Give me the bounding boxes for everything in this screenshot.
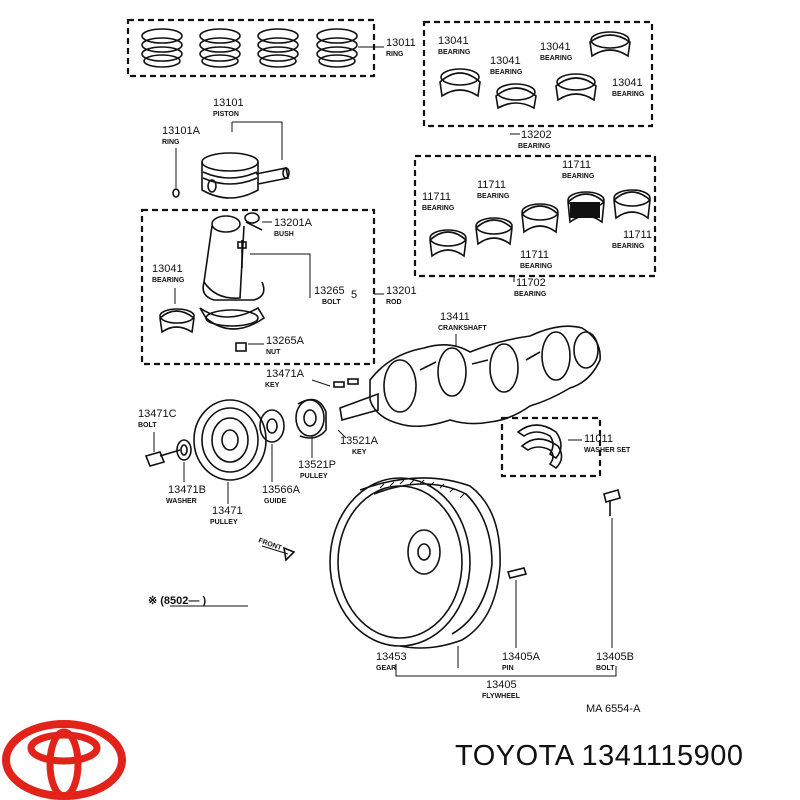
crankshaft: 13411 CRANKSHAFT 13471A KEY (265, 311, 601, 428)
label-13471c-name: BOLT (138, 422, 157, 429)
label-13202-name: BEARING (518, 143, 551, 150)
label-13471a-number: 13471A (266, 368, 305, 380)
front-label: FRONT (257, 537, 283, 552)
label-13405a-name: PIN (502, 665, 514, 672)
label-13101-number: 13101 (213, 97, 244, 109)
label-11711-d-name: BEARING (520, 263, 553, 270)
label-13453-name: GEAR (376, 665, 396, 672)
label-13405-name: FLYWHEEL (482, 693, 521, 700)
label-13041-a-name: BEARING (438, 49, 471, 56)
label-13201a-number: 13201A (274, 217, 313, 229)
label-13471a-name: KEY (265, 382, 280, 389)
label-13101-name: PISTON (213, 111, 239, 118)
label-13521a-name: KEY (352, 449, 367, 456)
label-13011-name: RING (386, 51, 404, 58)
label-13471-number: 13471 (212, 505, 243, 517)
label-13201-number: 13201 (386, 285, 417, 297)
thrust-washer-set: 11011 WASHER SET (500, 416, 631, 478)
label-13202-number: 13202 (521, 129, 552, 141)
toyota-logo (2, 720, 126, 800)
label-13041-d-name: BEARING (612, 91, 645, 98)
label-11702-name: BEARING (514, 291, 547, 298)
label-11711-e-name: BEARING (612, 243, 645, 250)
label-13405b-name: BOLT (596, 665, 615, 672)
front-direction-arrow: FRONT (257, 537, 296, 562)
label-13265-qty: 5 (351, 289, 357, 301)
label-11711-a-number: 11711 (422, 191, 451, 203)
label-13101a-number: 13101A (162, 125, 201, 137)
label-13041-d-number: 13041 (612, 77, 643, 89)
label-13471b-number: 13471B (168, 484, 206, 496)
label-13521a-number: 13521A (340, 435, 379, 447)
label-13471c-number: 13471C (138, 408, 177, 420)
label-13041-c-name: BEARING (540, 55, 573, 62)
label-13201a-name: BUSH (274, 231, 294, 238)
label-11711-b-name: BEARING (477, 193, 510, 200)
label-13041-c-number: 13041 (540, 41, 571, 53)
label-13405b-number: 13405B (596, 651, 634, 663)
connecting-rod-assembly: 13201A BUSH 13041 BEARING 13265 5 BOLT 1… (140, 208, 417, 366)
label-13041-rod-number: 13041 (152, 263, 183, 275)
label-11711-c-number: 11711 (562, 159, 591, 171)
label-11702-number: 11702 (516, 277, 546, 289)
main-bearing-dashed-box (413, 154, 657, 278)
diagram-code: MA 6554-A (586, 703, 641, 715)
piston-ring-set: 13011 RING (126, 18, 416, 78)
piston-assembly: 13101 PISTON 13101A RING (162, 97, 290, 199)
label-13041-b-number: 13041 (490, 55, 521, 67)
label-13566a-name: GUIDE (264, 498, 287, 505)
label-13041-rod-name: BEARING (152, 277, 185, 284)
label-13265a-number: 13265A (266, 335, 305, 347)
label-13471b-name: WASHER (166, 498, 197, 505)
flywheel-assembly: 13453 GEAR 13405A PIN 13405B BOLT 13405 … (329, 477, 634, 700)
label-11711-c-name: BEARING (562, 173, 595, 180)
rod-bearing-dashed-box (422, 20, 654, 128)
label-13265a-name: NUT (266, 349, 281, 356)
label-13405-number: 13405 (486, 679, 517, 691)
label-13405a-number: 13405A (502, 651, 541, 663)
label-13041-a-number: 13041 (438, 35, 469, 47)
label-13411-number: 13411 (440, 311, 470, 323)
label-11711-d-number: 11711 (520, 249, 549, 261)
label-13265-name: BOLT (322, 299, 341, 306)
label-13265-number: 13265 (314, 285, 345, 297)
label-11011-name: WASHER SET (584, 447, 631, 454)
label-13471-name: PULLEY (210, 519, 238, 526)
front-pulley-group: 13471C BOLT 13521A KEY 13521P PULLEY 134… (138, 398, 379, 526)
label-13521p-number: 13521P (298, 459, 336, 471)
label-11011-number: 11011 (584, 433, 613, 445)
label-13041-b-name: BEARING (490, 69, 523, 76)
ring-set-dashed-box (126, 18, 376, 78)
label-11711-b-number: 11711 (477, 179, 506, 191)
production-footnote: ※ (8502— ) (148, 595, 206, 607)
washer-dashed-box (500, 416, 602, 478)
label-13566a-number: 13566A (262, 484, 301, 496)
label-13453-number: 13453 (376, 651, 407, 663)
brand-title: TOYOTA 1341115900 (455, 740, 744, 772)
label-13411-name: CRANKSHAFT (438, 325, 487, 332)
rod-bearing-set: 13041 BEARING 13041 BEARING 13041 BEARIN… (422, 20, 654, 150)
label-11711-e-number: 11711 (623, 229, 652, 241)
label-13101a-name: RING (162, 139, 180, 146)
label-13201-name: ROD (386, 299, 402, 306)
main-bearing-set: 11711 BEARING 11711 BEARING 11711 BEARIN… (413, 154, 657, 298)
label-11711-a-name: BEARING (422, 205, 455, 212)
label-13011-number: 13011 (386, 37, 416, 49)
rod-dashed-box (140, 208, 376, 366)
label-13521p-name: PULLEY (300, 473, 328, 480)
